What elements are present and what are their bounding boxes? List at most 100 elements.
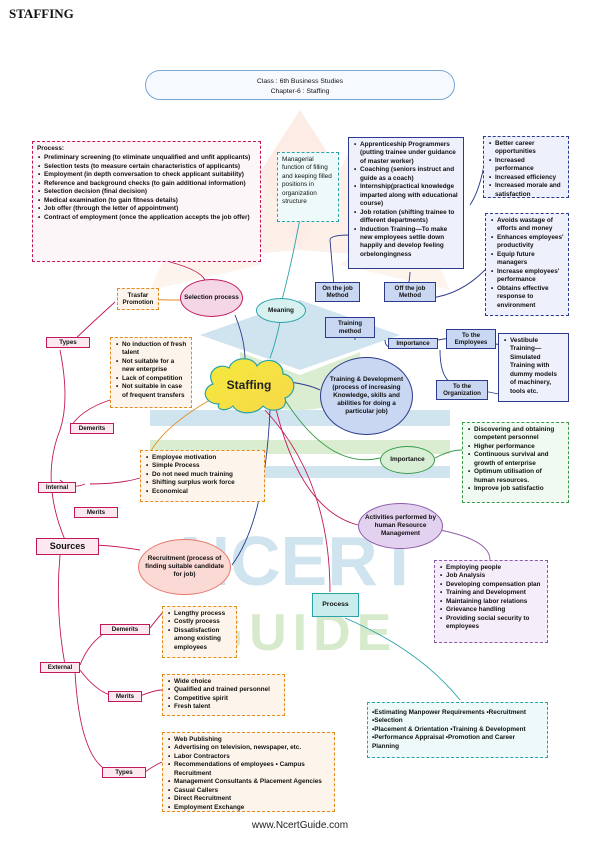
hr-activities-box: Employing people Job Analysis Developing… [434,560,548,643]
list-item: Casual Callers [168,787,330,796]
list-item: Advertising on television, newspaper, et… [168,744,330,753]
list-item: Increased efficiency [489,174,564,183]
list-item: •Estimating Manpower Requirements •Recru… [372,709,526,716]
list-item: Not suitable in case of frequent transfe… [116,383,187,400]
list-item: Fresh talent [168,703,280,712]
list-item: Discovering and obtaining competent pers… [468,426,564,443]
list-item: Web Publishing [168,736,330,745]
list-item: Job Analysis [440,572,543,581]
importance-box: Discovering and obtaining competent pers… [462,422,569,503]
internal-tag: Internal [38,482,76,493]
external-types-box: Web Publishing Advertising on television… [162,732,335,813]
meaning-box: Managerial function of filling and keepi… [277,152,339,222]
list-item: Vestibule Training—Simulated Training wi… [504,337,564,396]
process-tag: Process [312,593,359,617]
selection-process-node: Selection process [180,279,243,317]
activities-hrm-node: Activities performed by human Resource M… [358,503,443,549]
list-item: Recommendations of employees • Campus Re… [168,761,330,778]
external-demerits-box: Lengthy process Costly process Dissatisf… [162,606,237,658]
importance-tag: Importance [388,338,438,349]
list-item: Do not need much training [146,471,260,480]
list-item: •Selection [372,717,403,725]
center-label: Staffing [227,378,272,392]
list-item: Developing compensation plan [440,581,543,590]
internal-merits-tag: Merits [74,507,118,518]
list-item: Preliminary screening (to eliminate unqu… [38,154,256,163]
list-item: Costly process [168,618,232,627]
class-label: Class : 6th Business Studies [256,78,344,85]
list-item: Management Consultants & Placement Agenc… [168,778,330,787]
list-item: Reference and background checks (to gain… [38,180,256,189]
external-merits-box: Wide choice Qualified and trained person… [162,674,285,716]
process-steps-box: •Estimating Manpower Requirements •Recru… [367,702,548,758]
employee-benefits-box-1: Better career opportunities Increased pe… [483,136,569,198]
list-item: Optimum utilisation of human resources. [468,468,564,485]
external-tag: External [40,662,80,673]
list-item: Lack of competition [116,375,187,384]
list-item: Employment Exchange [168,804,330,813]
list-item: Induction Training—To make new employees… [354,226,459,260]
to-employees-tag: To the Employees [446,329,496,349]
list-item: Selection decision (final decision) [38,188,256,197]
on-job-box: Apprenticeship Programmers (putting trai… [348,137,464,269]
list-item: Competitive spirit [168,695,280,704]
list-item: Obtains effective response to environmen… [491,285,564,310]
list-item: •Performance Appraisal •Promotion and Ca… [372,734,516,750]
external-demerits-tag: Demerits [100,624,150,635]
process-title: Process: [37,145,64,152]
to-organization-tag: To the Organization [436,380,488,400]
list-item: Shifting surplus work force [146,479,260,488]
list-item: Better career opportunities [489,140,564,157]
off-job-method-tag: Off the job Method [384,282,436,302]
list-item: Internship(practical knowledge imparted … [354,183,459,208]
meaning-node: Meaning [256,298,306,323]
list-item: Increased morale and satisfaction [489,182,564,199]
list-item: Employment (in depth conversation to che… [38,171,256,180]
list-item: No induction of fresh talent [116,341,187,358]
list-item: Coaching (seniors instruct and guide as … [354,166,459,183]
list-item: Wide choice [168,678,280,687]
external-types-tag: Types [102,767,146,778]
list-item: Employing people [440,564,543,573]
internal-merits-box: Employee motivation Simple Process Do no… [140,450,265,502]
list-item: Grievance handling [440,606,543,615]
list-item: Job rotation (shifting trainee to differ… [354,209,459,226]
internal-demerits-box: No induction of fresh talent Not suitabl… [110,337,192,408]
vestibule-box: Vestibule Training—Simulated Training wi… [498,333,569,402]
list-item: Increase employees' performance [491,268,564,285]
list-item: Economical [146,488,260,497]
staffing-center-node: Staffing [204,358,295,414]
employee-benefits-box-2: Avoids wastage of efforts and money Enha… [485,213,569,316]
on-job-method-tag: On the job Method [315,282,360,302]
sources-tag: Sources [36,538,99,555]
list-item: Lengthy process [168,610,232,619]
list-item: Enhances employees' productivity [491,234,564,251]
page-title: STAFFING [9,6,74,21]
training-method-tag: Training method [325,317,375,338]
list-item: Training and Development [440,589,543,598]
list-item: Direct Recruitment [168,795,330,804]
list-item: Avoids wastage of efforts and money [491,217,564,234]
list-item: Maintaining labor relations [440,598,543,607]
recruitment-node: Recruitment (process of finding suitable… [138,539,231,595]
list-item: Providing social security to employees [440,615,543,632]
list-item: Selection tests (to measure certain char… [38,163,256,172]
importance-node: Importance [380,446,435,474]
list-item: Not suitable for a new enterprise [116,358,187,375]
list-item: Qualified and trained personnel [168,686,280,695]
list-item: Employee motivation [146,454,260,463]
list-item: Equip future managers [491,251,564,268]
external-merits-tag: Merits [108,691,142,702]
list-item: Simple Process [146,462,260,471]
list-item: Higher performance [468,443,564,452]
list-item: Medical examination (to gain fitness det… [38,197,256,206]
list-item: Labor Contractors [168,753,330,762]
list-item: Dissatisfaction among existing employees [168,627,232,652]
list-item: Apprenticeship Programmers (putting trai… [354,141,459,166]
list-item: Improve job satisfactio [468,485,564,494]
training-development-node: Training & Development (process of incre… [320,357,413,435]
selection-process-box: Process: Preliminary screening (to elimi… [32,141,261,262]
list-item: •Placement & Orientation •Training & Dev… [372,725,526,733]
chapter-header: Class : 6th Business Studies Chapter-6 :… [145,70,455,100]
list-item: Contract of employment (once the applica… [38,214,256,223]
